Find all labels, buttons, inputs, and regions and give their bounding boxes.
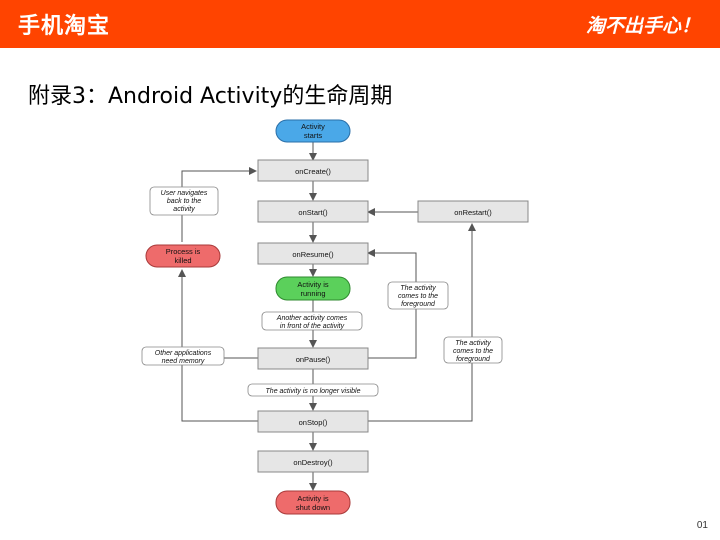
- lifecycle-svg: Activity starts onCreate() onStart() onR…: [116, 112, 554, 528]
- note-foreground-1-line2: comes to the: [398, 293, 438, 300]
- page-number: 01: [696, 520, 708, 531]
- note-user-navigates-back: [149, 186, 219, 216]
- slogan-logo: 淘不出手心！: [585, 15, 700, 37]
- activity-starts-line2: starts: [304, 131, 323, 140]
- note-user-back-line1: User navigates: [161, 190, 208, 197]
- note-user-back-line2: back to the: [167, 198, 201, 205]
- process-killed-line1: Process is: [166, 247, 201, 256]
- note-other-apps-line2: need memory: [162, 358, 205, 365]
- note-other-apps-line1: Other applications: [155, 350, 212, 357]
- note-foreground-2-line1: The activity: [455, 340, 491, 347]
- note-foreground-1: [387, 281, 449, 310]
- onresume-label: onResume(): [292, 250, 334, 259]
- onpause-box: [257, 347, 369, 370]
- header-bar: 手机淘宝 淘不出手心！: [0, 0, 720, 48]
- note-user-back-line3: activity: [173, 206, 195, 213]
- edge-stop-killed: [178, 269, 258, 422]
- note-foreground-2-line2: comes to the: [453, 348, 493, 355]
- onstop-box: [257, 410, 369, 433]
- onpause-label: onPause(): [296, 355, 331, 364]
- onrestart-box: [417, 200, 529, 223]
- process-killed-node: [145, 244, 221, 268]
- activity-shutdown-node: [275, 490, 351, 515]
- activity-shutdown-line1: Activity is: [297, 494, 329, 503]
- note-another-line2: in front of the activity: [280, 323, 345, 330]
- page-title: 附录3：Android Activity的生命周期: [28, 84, 393, 109]
- process-killed-line2: killed: [174, 256, 191, 265]
- note-other-applications: [141, 346, 225, 366]
- onrestart-label: onRestart(): [454, 208, 492, 217]
- onresume-box: [257, 242, 369, 265]
- note-no-longer-visible: [247, 383, 379, 397]
- note-another-activity: [261, 311, 363, 331]
- onstart-label: onStart(): [298, 208, 328, 217]
- note-foreground-1-line1: The activity: [400, 285, 436, 292]
- activity-running-node: [275, 276, 351, 301]
- note-foreground-2: [443, 336, 503, 364]
- brand-logo: 手机淘宝: [18, 14, 111, 39]
- note-no-longer-label: The activity is no longer visible: [266, 388, 361, 395]
- activity-running-line2: running: [300, 289, 325, 298]
- note-foreground-1-line3: foreground: [401, 301, 436, 308]
- activity-starts-line1: Activity: [301, 122, 325, 131]
- ondestroy-label: onDestroy(): [293, 458, 333, 467]
- note-another-line1: Another activity comes: [276, 315, 348, 322]
- onstart-box: [257, 200, 369, 223]
- oncreate-label: onCreate(): [295, 167, 331, 176]
- edge-stop-restart: [368, 223, 476, 422]
- edge-killed-create: [181, 167, 257, 242]
- activity-running-line1: Activity is: [297, 280, 329, 289]
- lifecycle-diagram: Activity starts onCreate() onStart() onR…: [116, 112, 554, 528]
- note-foreground-2-line3: foreground: [456, 356, 491, 363]
- activity-shutdown-line2: shut down: [296, 503, 330, 512]
- onstop-label: onStop(): [299, 418, 328, 427]
- oncreate-box: [257, 159, 369, 182]
- activity-starts-node: [275, 119, 351, 143]
- ondestroy-box: [257, 450, 369, 473]
